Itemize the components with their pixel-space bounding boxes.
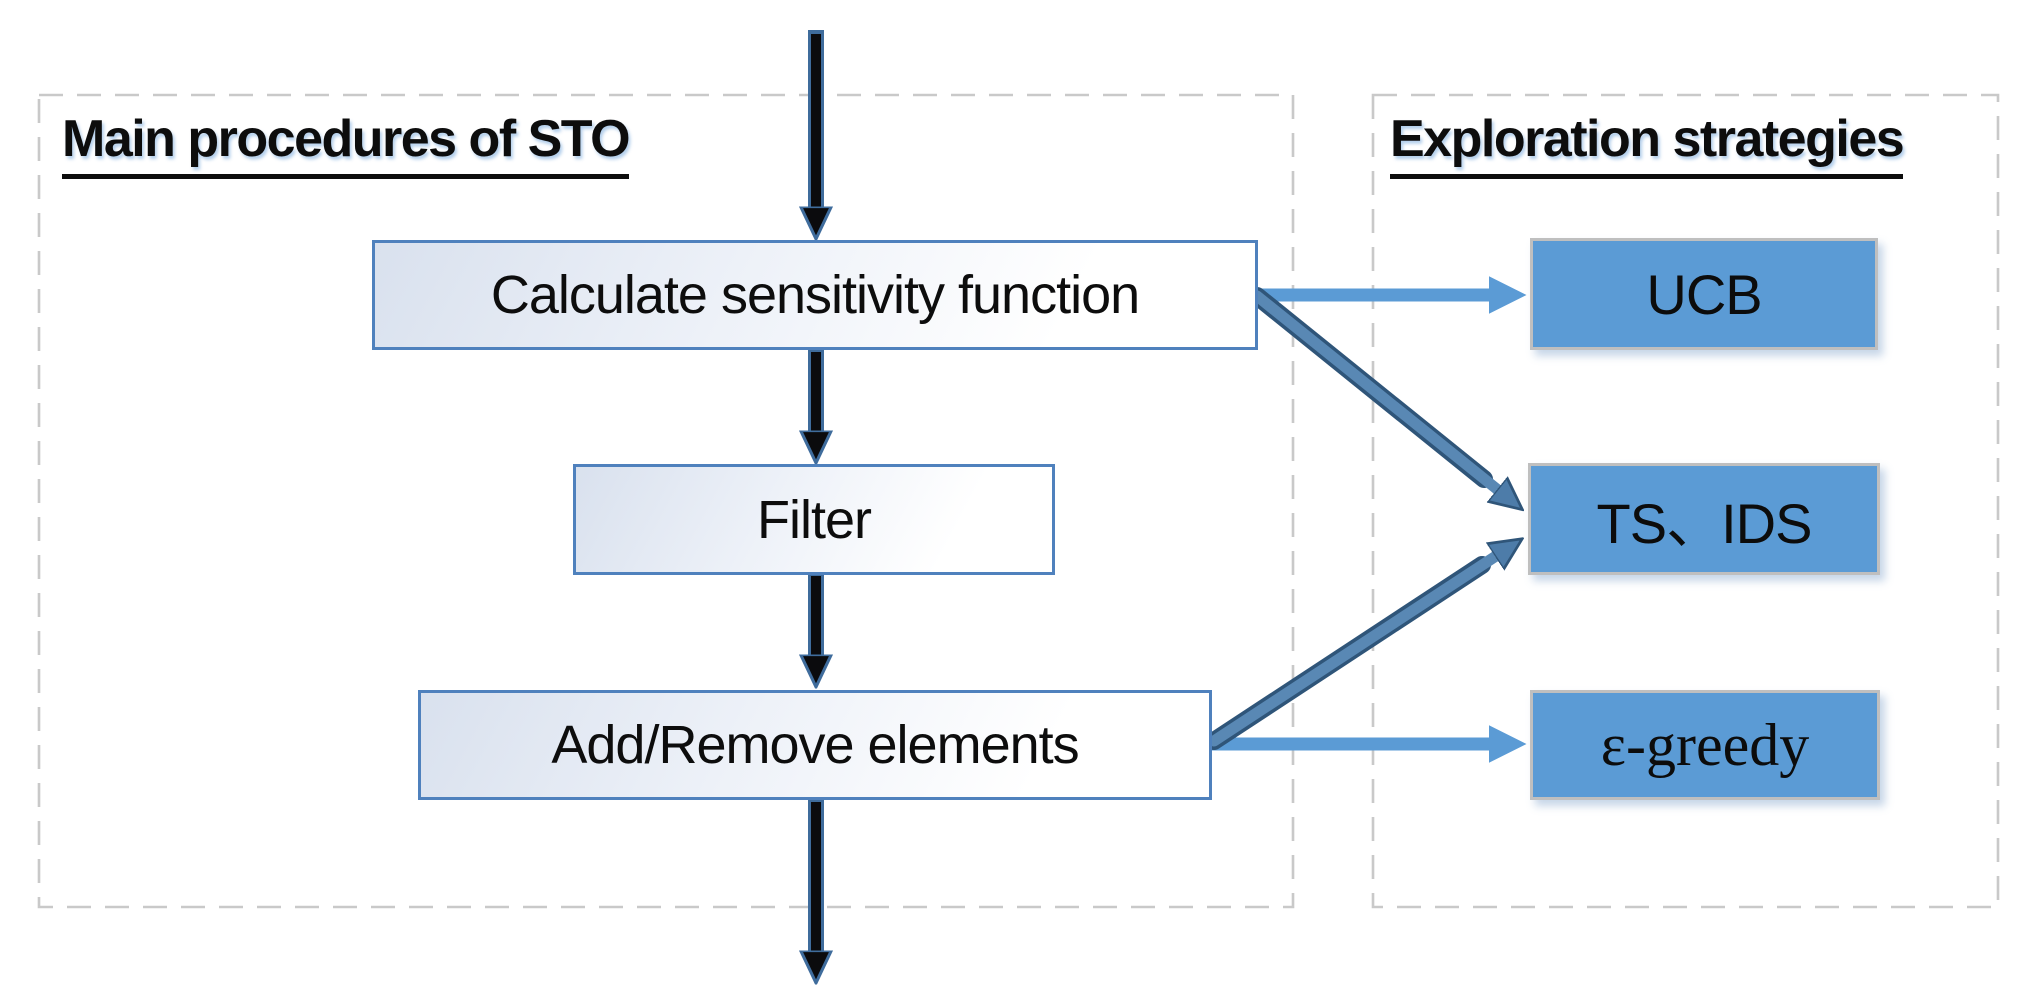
strategy-box-epsilon-greedy: ε-greedy [1530,690,1880,800]
process-box-add-remove-elements: Add/Remove elements [418,690,1212,800]
right-panel-title: Exploration strategies [1390,112,1905,179]
process-box-calculate-sensitivity-function: Calculate sensitivity function [372,240,1258,350]
strategy-box-ts-ids: TS、IDS [1528,463,1880,575]
right-panel-border [1371,93,2000,909]
arrow-addremove-to-tsids [1205,556,1496,750]
strategy-box-ucb: UCB [1530,238,1878,350]
left-panel-title: Main procedures of STO [62,112,631,179]
arrow-calculate-to-tsids [1248,287,1498,490]
process-box-filter: Filter [573,464,1055,575]
left-panel-border [37,93,1295,909]
